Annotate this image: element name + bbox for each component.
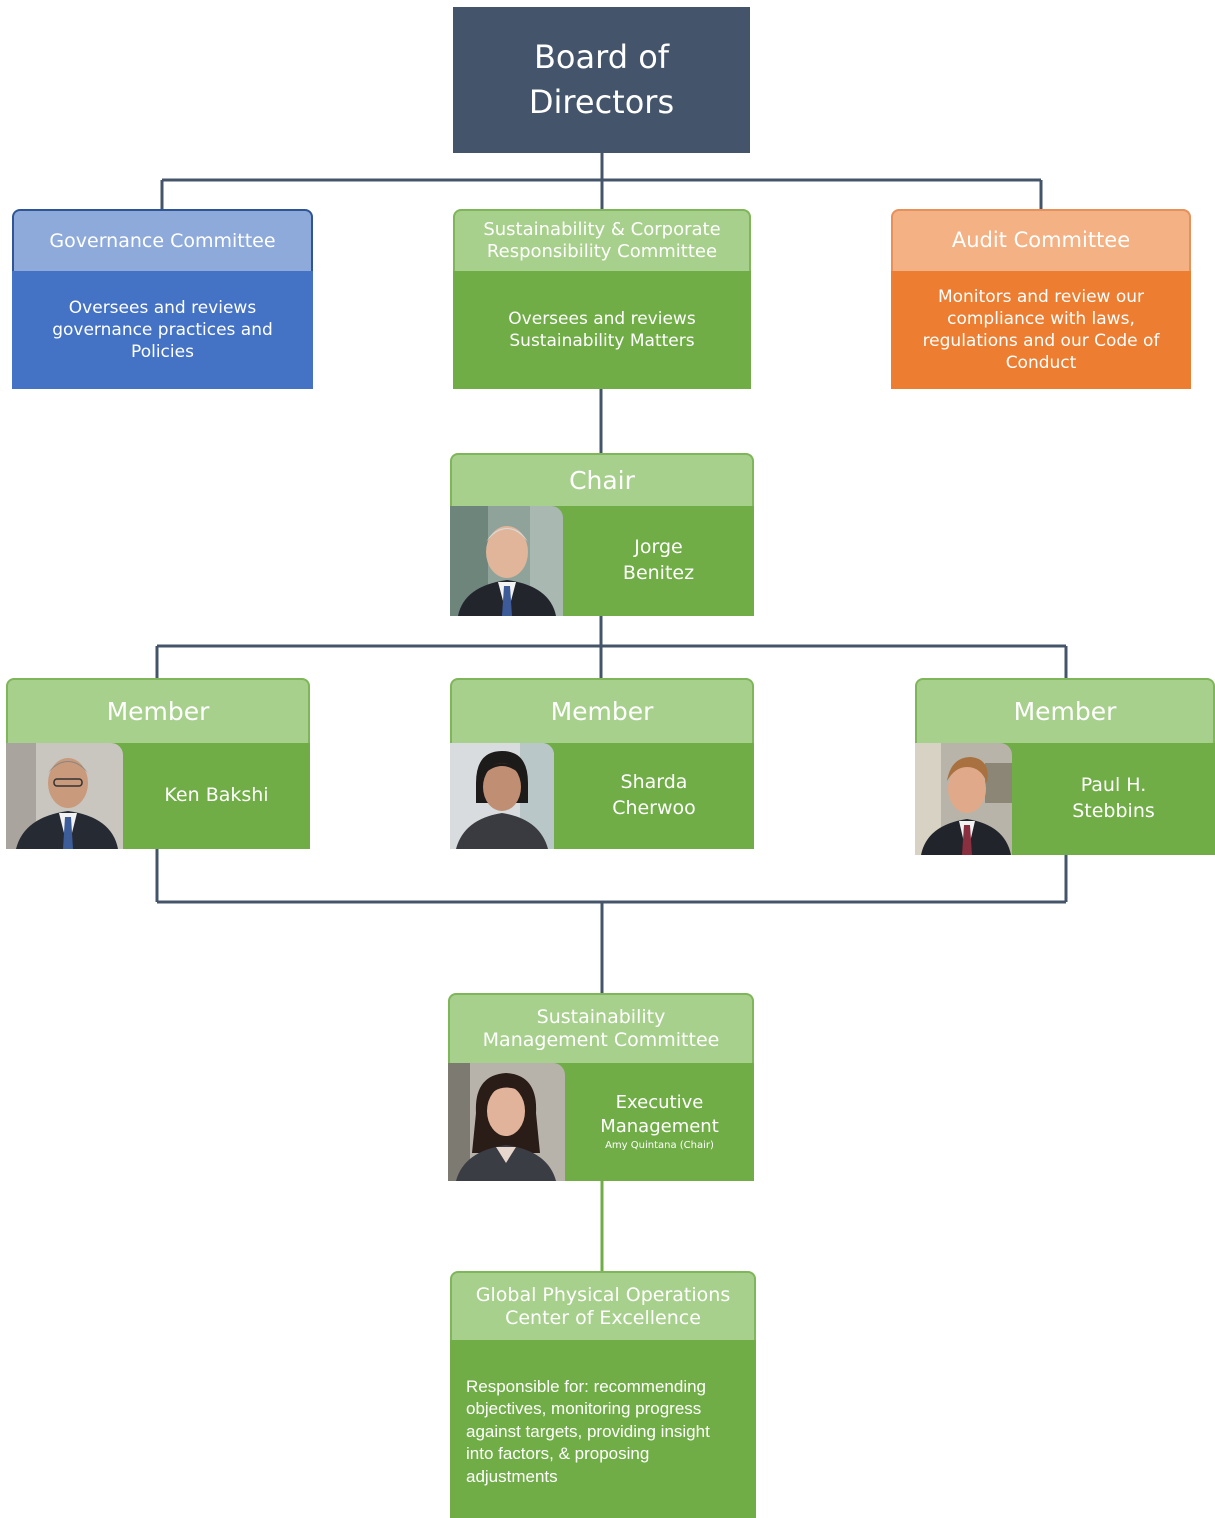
sustainability-committee-description: Oversees and reviews Sustainability Matt… [453,271,751,389]
member-3-role-label: Member [915,678,1215,743]
audit-committee-description: Monitors and review our compliance with … [891,271,1191,389]
management-committee-body: Executive Management Amy Quintana (Chair… [448,1063,754,1181]
management-name: Executive Management [600,1091,719,1137]
member-1-photo [6,743,123,849]
member-box-1: Member Ken Bakshi [6,678,310,849]
chair-body: Jorge Benitez [450,506,754,616]
center-of-excellence-box: Global Physical Operations Center of Exc… [450,1271,756,1518]
member-2-photo [450,743,554,849]
governance-committee-title: Governance Committee [12,209,313,271]
governance-committee-description: Oversees and reviews governance practice… [12,271,313,389]
center-of-excellence-description: Responsible for: recommending objectives… [450,1340,756,1518]
sustainability-committee-box: Sustainability & Corporate Responsibilit… [453,209,751,389]
management-name-block: Executive Management Amy Quintana (Chair… [565,1063,754,1181]
member-2-name: Sharda Cherwoo [612,771,696,819]
board-title: Board of Directors [528,38,675,121]
member-1-name: Ken Bakshi [164,784,269,807]
member-box-3: Member Paul H. Stebbins [915,678,1215,855]
member-2-role-label: Member [450,678,754,743]
member-3-name: Paul H. Stebbins [1072,774,1155,822]
audit-committee-box: Audit Committee Monitors and review our … [891,209,1191,389]
chair-box: Chair Jorge Benitez [450,453,754,616]
member-1-role-label: Member [6,678,310,743]
chair-name: Jorge Benitez [622,536,695,584]
chair-role-label: Chair [450,453,754,506]
chair-photo [450,506,563,616]
audit-committee-title: Audit Committee [891,209,1191,271]
member-1-body: Ken Bakshi [6,743,310,849]
management-committee-title: Sustainability Management Committee [448,993,754,1063]
member-2-body: Sharda Cherwoo [450,743,754,849]
management-chair-note: Amy Quintana (Chair) [605,1140,714,1152]
member-3-body: Paul H. Stebbins [915,743,1215,855]
member-3-photo [915,743,1012,855]
governance-committee-box: Governance Committee Oversees and review… [12,209,313,389]
management-committee-box: Sustainability Management Committee Exec… [448,993,754,1181]
management-photo [448,1063,565,1181]
center-of-excellence-title: Global Physical Operations Center of Exc… [450,1271,756,1340]
member-box-2: Member Sharda Cherwoo [450,678,754,849]
sustainability-committee-title: Sustainability & Corporate Responsibilit… [453,209,751,271]
board-of-directors-box: Board of Directors [453,7,750,153]
